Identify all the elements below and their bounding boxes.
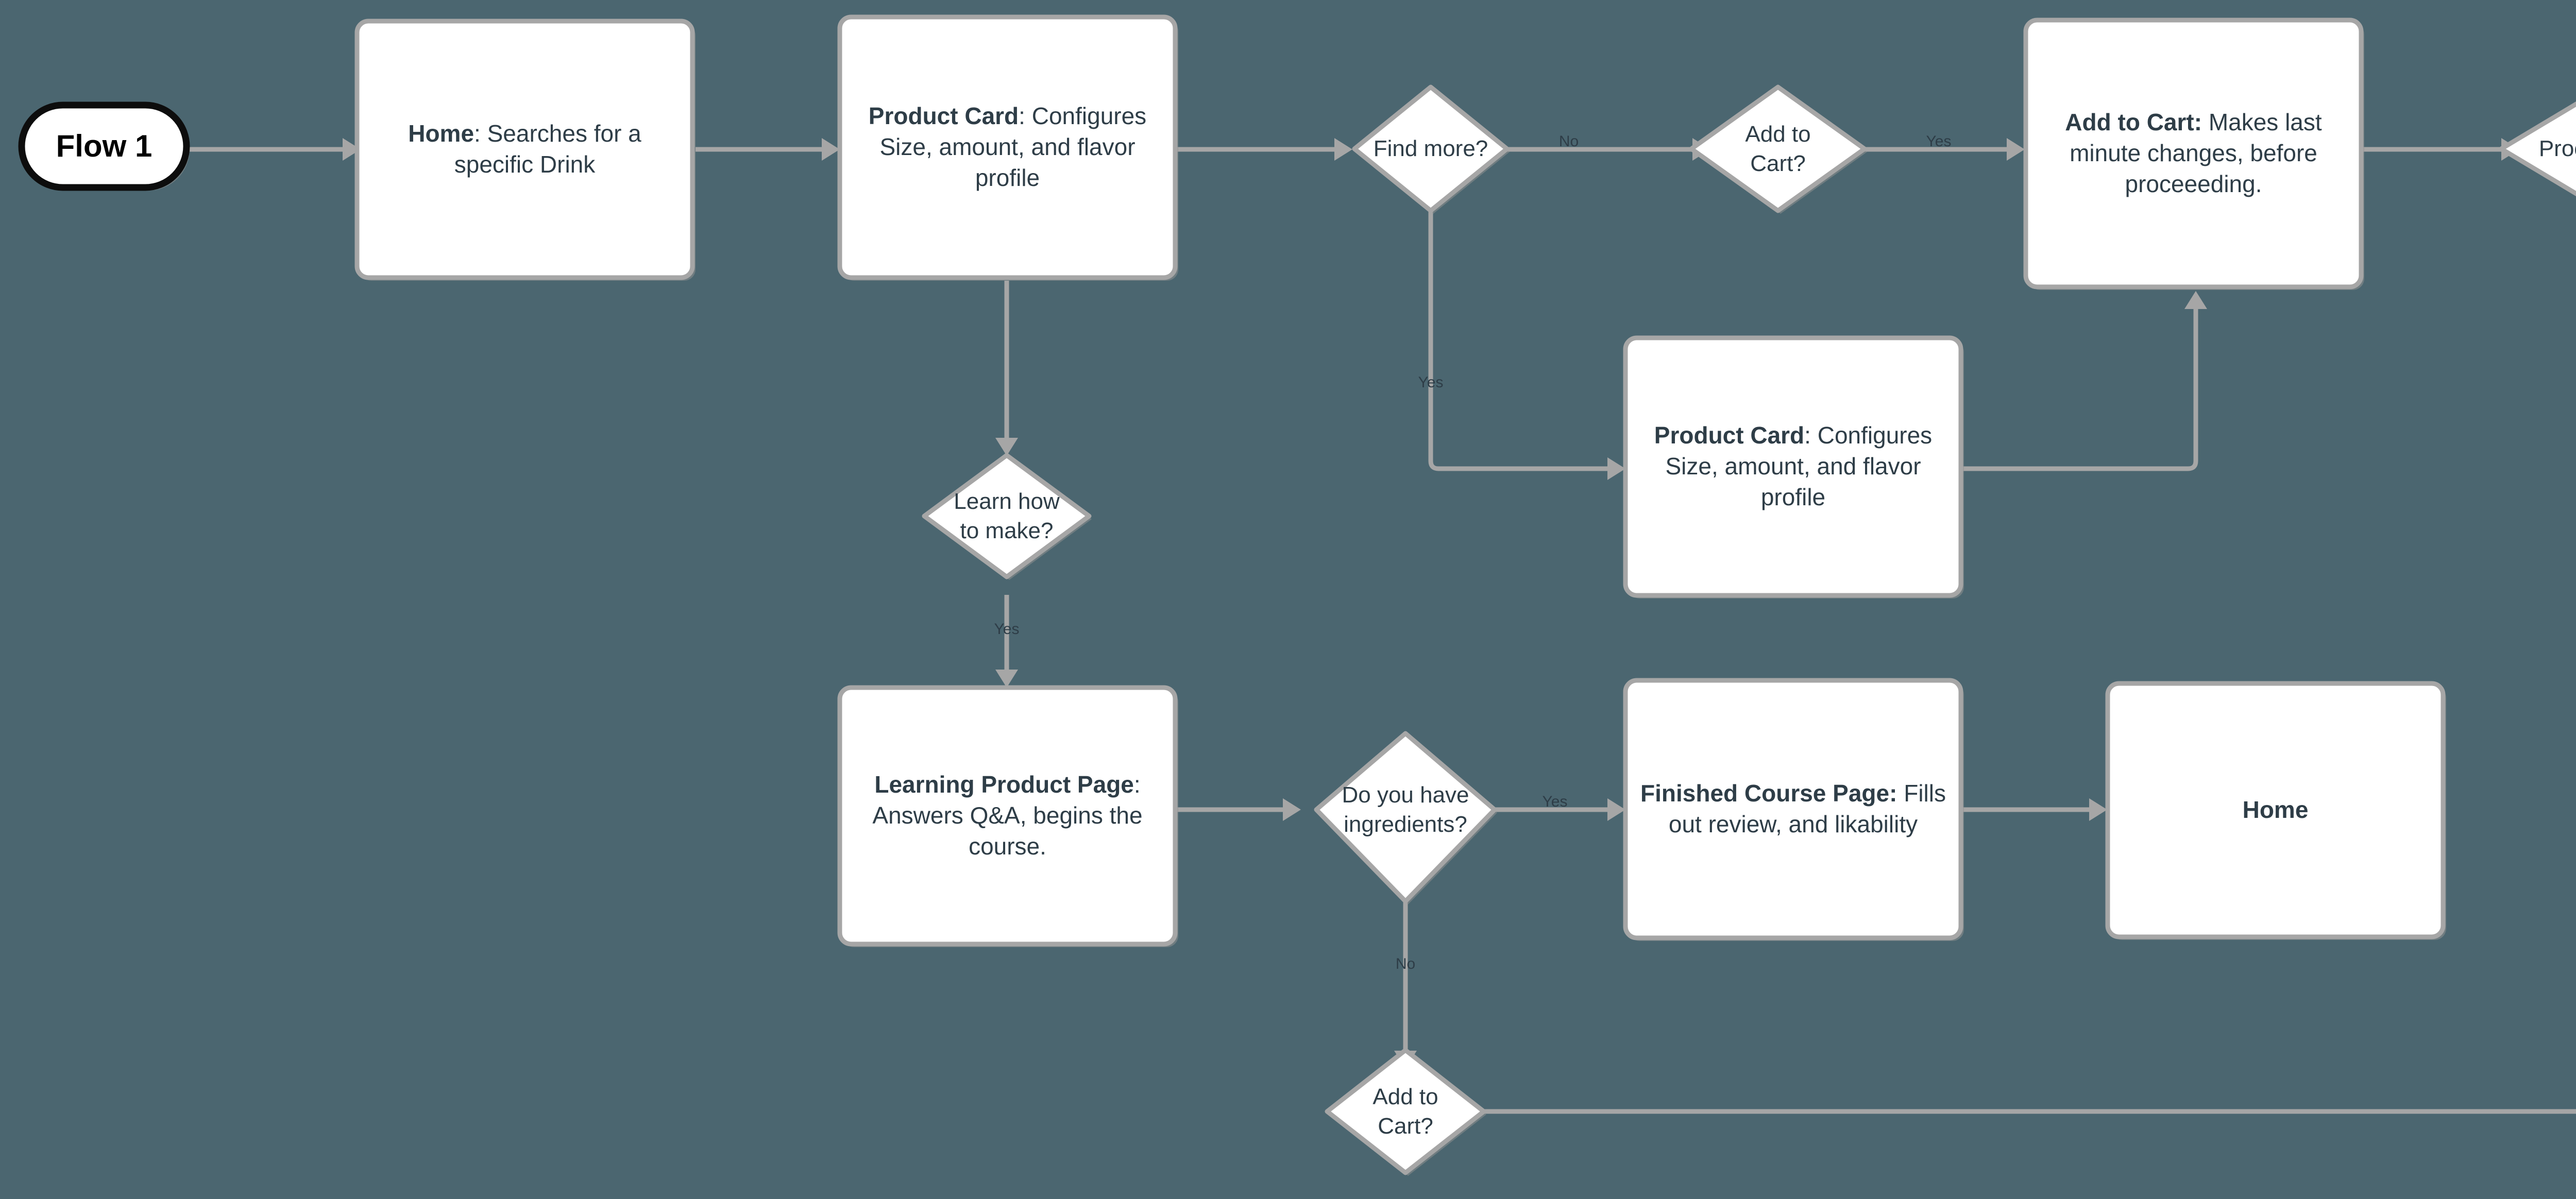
node-add-to-cart-q-top[interactable] (1689, 84, 1867, 213)
node-finished-course-page[interactable] (1623, 678, 1963, 940)
node-product-card-1[interactable] (837, 14, 1178, 280)
node-start-flow1[interactable] (18, 101, 190, 191)
edge-findmore-yes-to-productcard2 (1428, 206, 1607, 471)
edge-start-to-home-arrowhead (343, 138, 361, 161)
node-find-more[interactable] (1352, 84, 1510, 213)
node-have-ingredients[interactable] (1314, 731, 1497, 904)
edge-learningpage-to-ingredients-arrowhead (1283, 798, 1301, 821)
edge-ingredients-yes-arrowhead (1607, 798, 1625, 821)
edge-finishedcourse-to-home-arrowhead (2089, 798, 2107, 821)
edge-productcard1-to-findmore-arrowhead (1334, 138, 1352, 161)
edge-home-to-productcard1-arrowhead (822, 138, 840, 161)
edge-learnhow-yes-arrowhead (995, 670, 1018, 688)
edge-productcard2-arrowhead (2184, 291, 2207, 309)
node-product-card-2[interactable] (1623, 335, 1963, 598)
node-learn-how[interactable] (922, 453, 1092, 579)
nodes-layer (18, 14, 2576, 1176)
node-add-to-cart-q-bottom[interactable] (1325, 1048, 1486, 1175)
node-add-to-cart-box[interactable] (2023, 18, 2364, 289)
node-home-end[interactable] (2105, 681, 2446, 939)
edge-findmore-yes-arrowhead (1607, 457, 1625, 480)
node-proceed[interactable] (2499, 97, 2576, 200)
edge-productcard1-to-learnhow-arrowhead (995, 438, 1018, 456)
edge-productcard2-to-addtocartbox (1960, 309, 2198, 471)
node-home[interactable] (354, 19, 695, 280)
node-learning-product-page[interactable] (837, 685, 1178, 947)
edge-addtocartq-yes-arrowhead (2007, 138, 2025, 161)
